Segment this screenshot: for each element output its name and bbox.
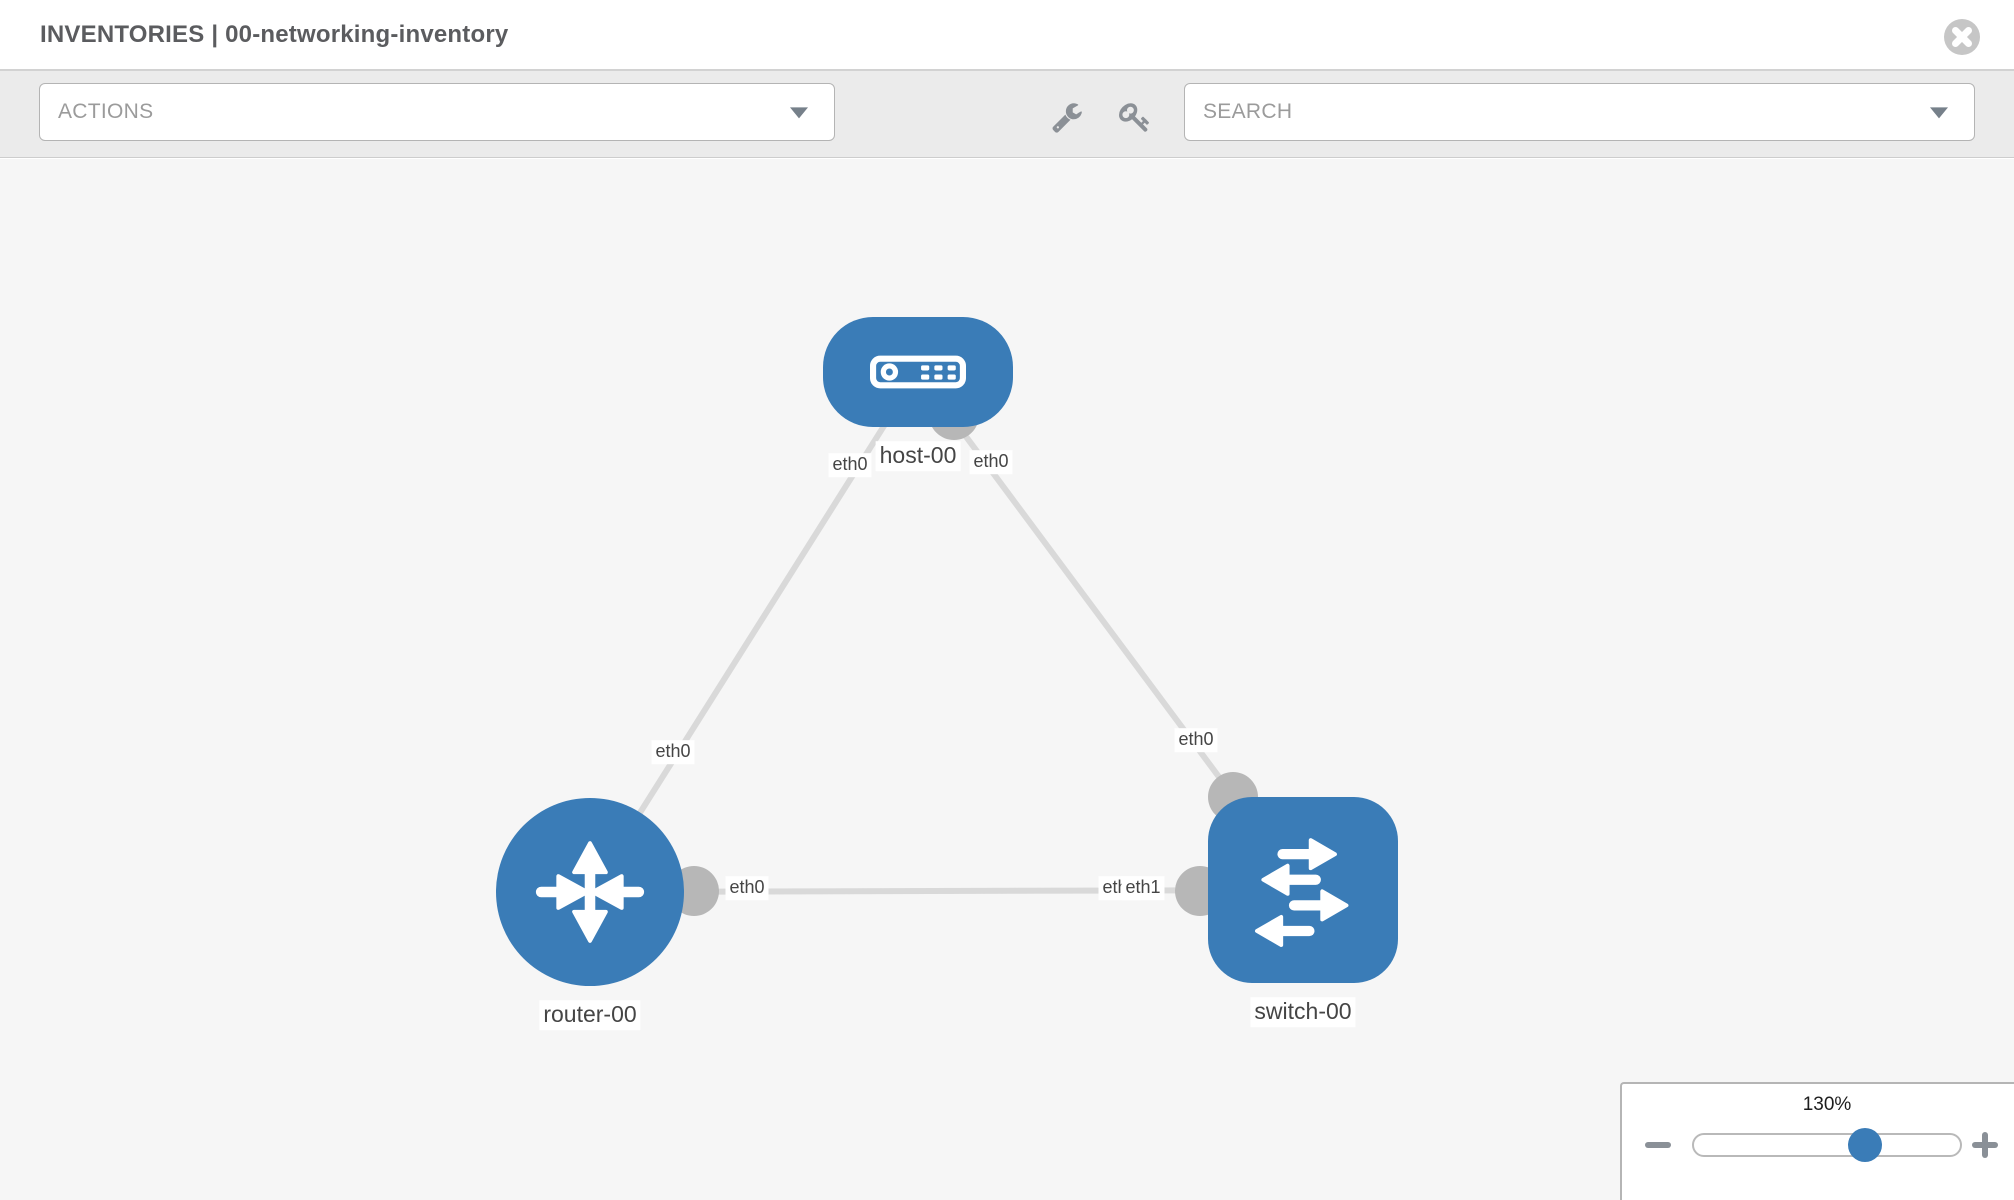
- chevron-down-icon: [790, 107, 808, 119]
- interface-label: eth0: [1174, 728, 1218, 752]
- host-icon: [870, 355, 966, 389]
- interface-label: eth0: [969, 450, 1013, 474]
- zoom-out-button[interactable]: [1644, 1130, 1672, 1160]
- zoom-control-panel: 130%: [1620, 1082, 2014, 1200]
- close-button[interactable]: [1944, 19, 1980, 55]
- interface-label: eth1: [1121, 876, 1165, 900]
- zoom-slider-track[interactable]: [1692, 1133, 1962, 1157]
- link-layer: [587, 370, 1306, 916]
- page-title: INVENTORIES | 00-networking-inventory: [40, 20, 509, 48]
- interface-label: eth0: [828, 453, 872, 477]
- actions-dropdown-label: ACTIONS: [58, 100, 154, 123]
- chevron-down-icon: [1930, 107, 1948, 119]
- router-icon: [535, 841, 645, 943]
- interface-label: eth0: [651, 740, 695, 764]
- node-router-00[interactable]: [496, 798, 684, 986]
- toolbar: ACTIONS SEARCH: [0, 71, 2014, 158]
- node-host-00[interactable]: [823, 317, 1013, 427]
- close-icon: [1952, 27, 1972, 47]
- zoom-in-button[interactable]: [1971, 1130, 1999, 1160]
- minus-icon: [1645, 1142, 1671, 1148]
- zoom-level-label: 130%: [1802, 1094, 1852, 1115]
- header-bar: INVENTORIES | 00-networking-inventory: [0, 0, 2014, 71]
- zoom-slider-handle[interactable]: [1848, 1128, 1882, 1162]
- key-tool-button[interactable]: [1119, 101, 1151, 133]
- plus-icon: [1982, 1132, 1988, 1158]
- key-icon: [1119, 103, 1150, 132]
- node-label-router-00: router-00: [539, 1000, 641, 1030]
- switch-icon: [1255, 838, 1349, 947]
- search-dropdown-label: SEARCH: [1203, 100, 1293, 123]
- search-dropdown[interactable]: SEARCH: [1184, 83, 1975, 141]
- wrench-icon: [1052, 103, 1082, 133]
- interface-label: eth0: [725, 876, 769, 900]
- node-switch-00[interactable]: [1208, 797, 1398, 983]
- wrench-tool-button[interactable]: [1051, 101, 1083, 133]
- node-label-switch-00: switch-00: [1250, 997, 1356, 1027]
- actions-dropdown[interactable]: ACTIONS: [39, 83, 835, 141]
- node-label-host-00: host-00: [875, 441, 961, 471]
